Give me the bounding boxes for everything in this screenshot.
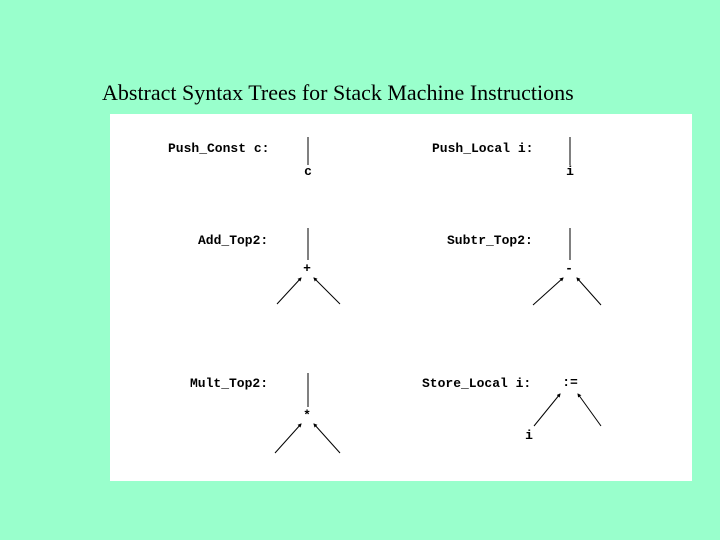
- instruction-label-add-top2: Add_Top2:: [198, 233, 269, 248]
- tree-edge-right: [576, 277, 602, 306]
- instruction-label-mult-top2: Mult_Top2:: [190, 376, 269, 391]
- instruction-label-push-local: Push_Local i:: [432, 141, 534, 156]
- instruction-label-push-const: Push_Const c:: [168, 141, 270, 156]
- tree-edge-right: [313, 423, 341, 454]
- ast-trees-canvas: c i + - * :=: [274, 137, 602, 454]
- ast-push-const: c: [304, 137, 312, 179]
- ast-mult-top2: *: [274, 373, 341, 454]
- ast-store-local: := i: [525, 375, 602, 443]
- diagram-panel: Push_Const c: Push_Local i: Add_Top2: Su…: [110, 114, 692, 481]
- tree-edge-left: [276, 277, 302, 305]
- tree-operator-node: *: [303, 408, 311, 423]
- tree-leaf-node: i: [525, 428, 533, 443]
- instruction-label-store-local: Store_Local i:: [422, 376, 532, 391]
- slide-title: Abstract Syntax Trees for Stack Machine …: [102, 80, 574, 105]
- tree-edge-left: [533, 393, 561, 427]
- tree-operator-node: :=: [562, 375, 578, 390]
- tree-leaf-node: i: [566, 164, 574, 179]
- tree-edge-right: [313, 277, 341, 305]
- tree-operator-node: -: [565, 261, 573, 276]
- ast-add-top2: +: [276, 228, 341, 305]
- instruction-label-subtr-top2: Subtr_Top2:: [447, 233, 533, 248]
- tree-edge-left: [532, 277, 564, 306]
- tree-edge-left: [274, 423, 302, 454]
- ast-subtr-top2: -: [532, 228, 602, 306]
- tree-leaf-node: c: [304, 164, 312, 179]
- tree-operator-node: +: [303, 261, 311, 276]
- ast-push-local: i: [566, 137, 574, 179]
- tree-edge-right: [577, 393, 602, 427]
